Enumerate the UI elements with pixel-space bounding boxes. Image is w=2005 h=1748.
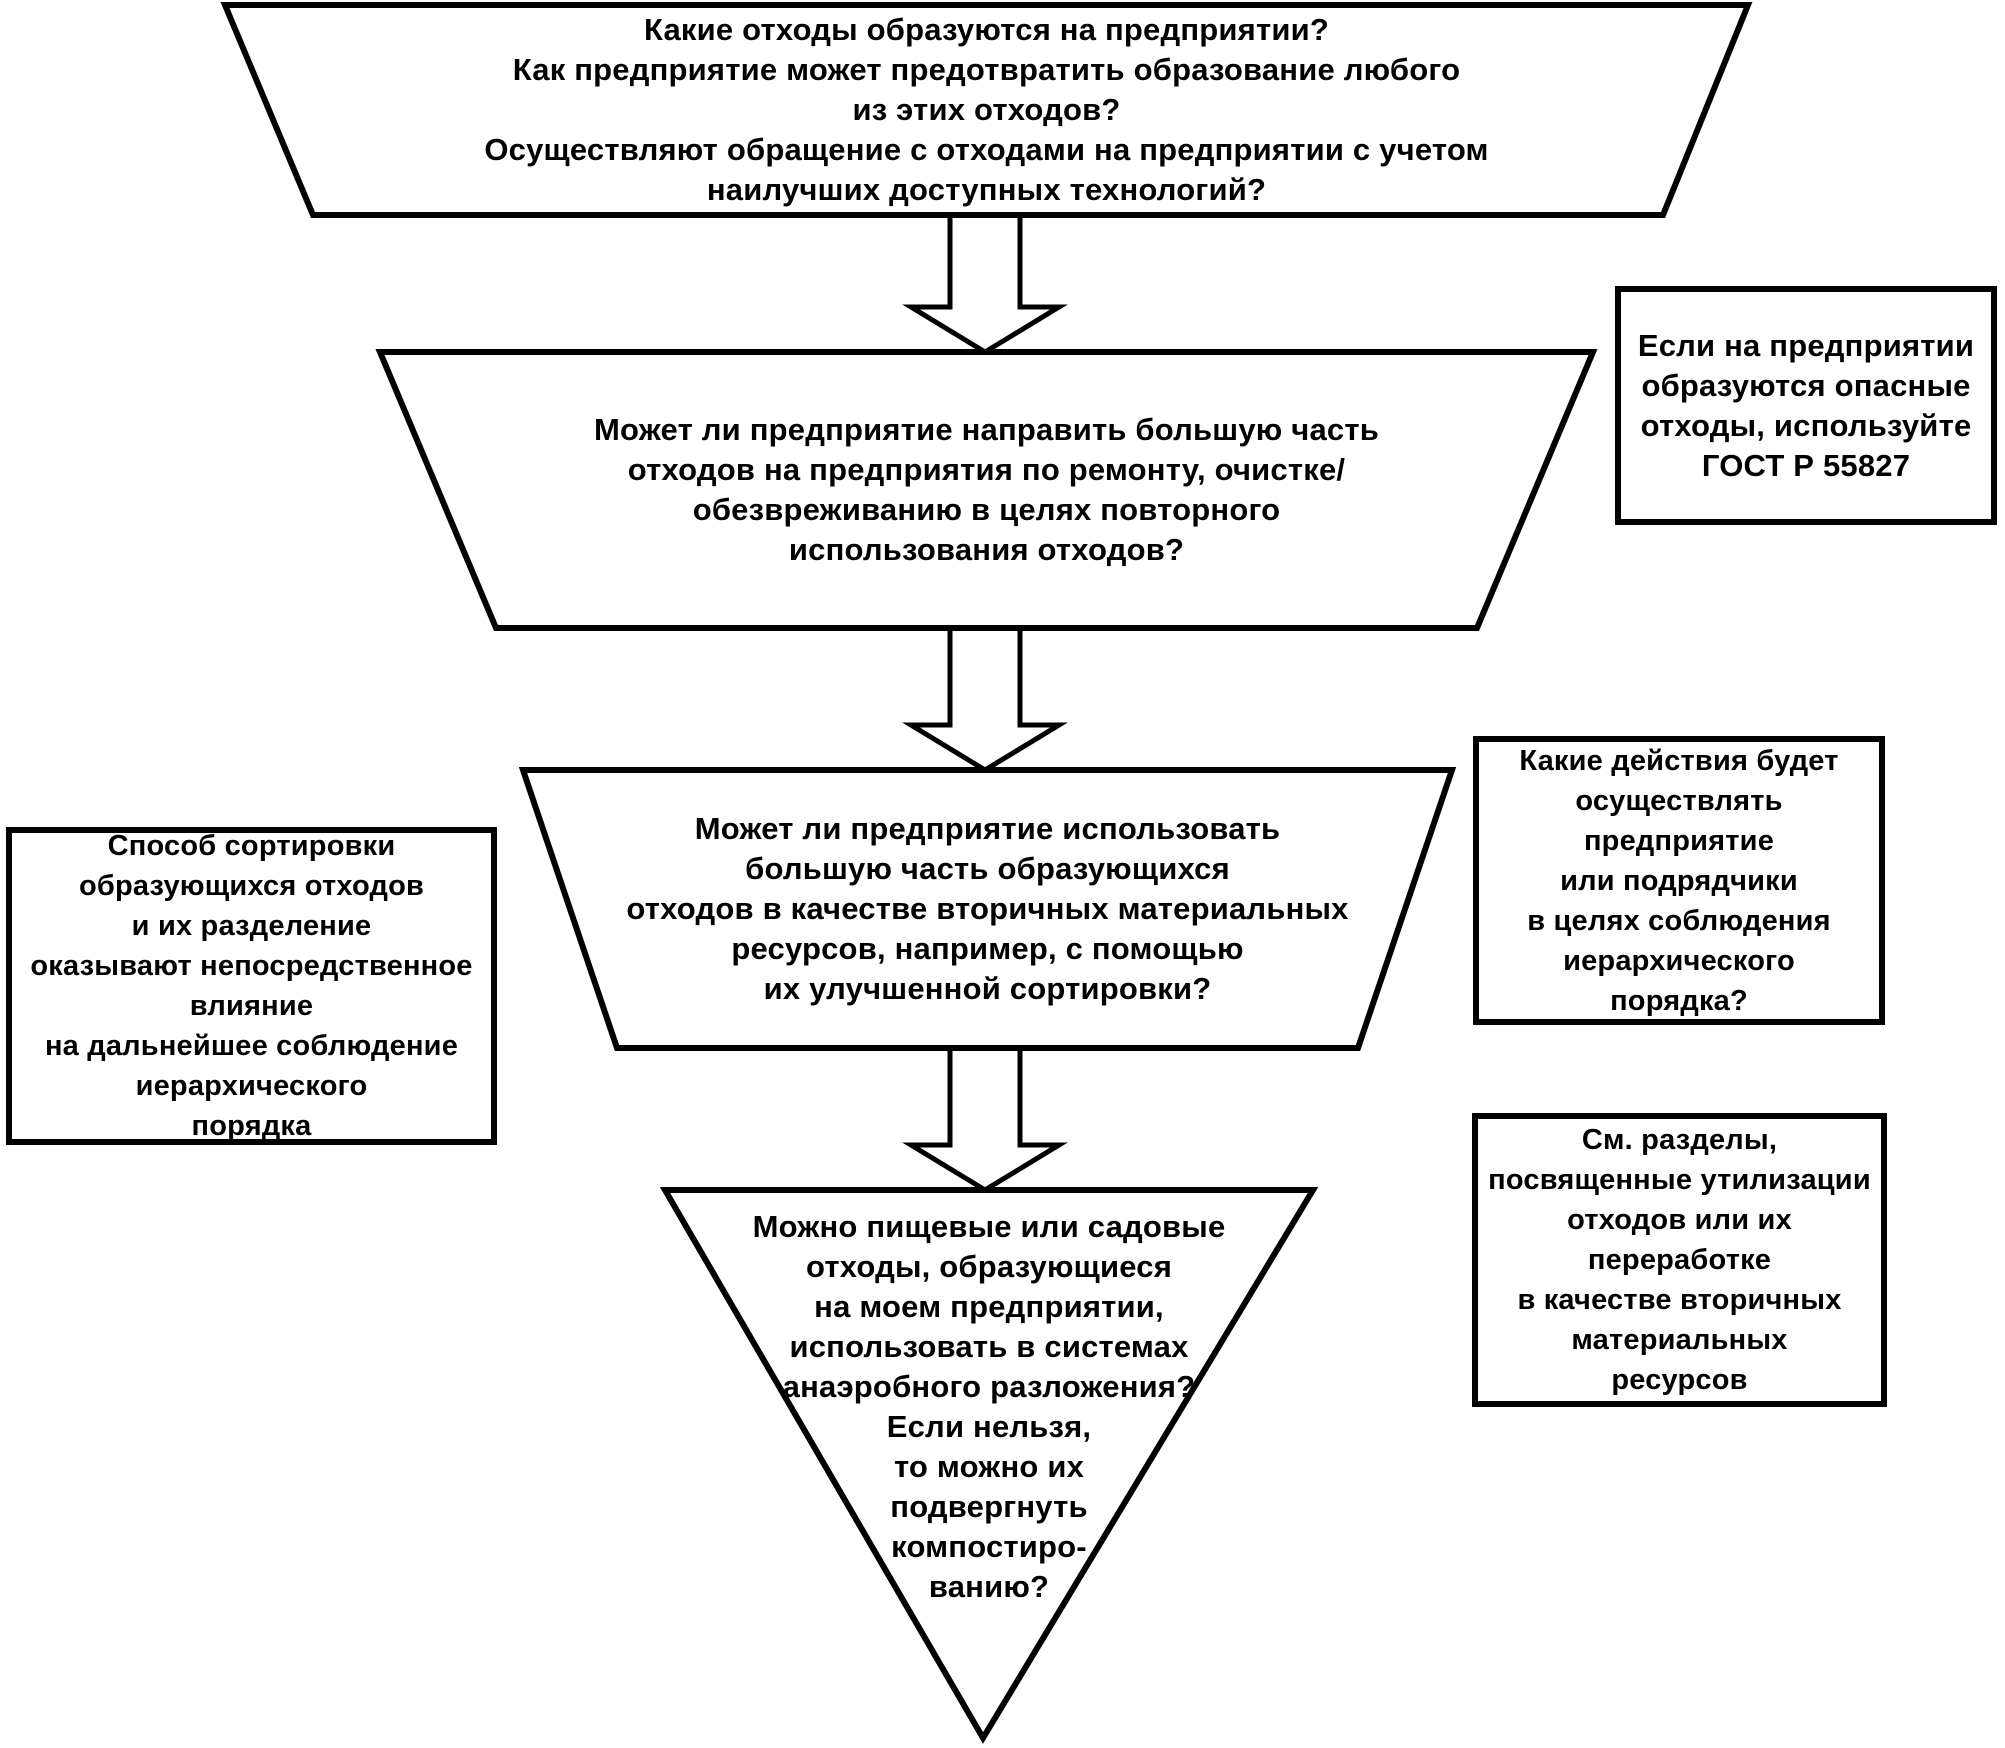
note-sorting-method-text: Способ сортировки образующихся отходов и…: [30, 830, 473, 1142]
block-arrow-down-2: [902, 625, 1068, 773]
note-see-sections-text: См. разделы, посвященные утилизации отхо…: [1488, 1124, 1871, 1396]
note-hierarchy-actions-box: Какие действия будет осуществлять предпр…: [1473, 736, 1885, 1025]
note-hierarchy-actions-text: Какие действия будет осуществлять предпр…: [1519, 744, 1839, 1017]
note-sorting-method-box: Способ сортировки образующихся отходов и…: [6, 827, 497, 1145]
funnel-step-4-triangle: [659, 1187, 1319, 1744]
block-arrow-down-1: [902, 212, 1068, 355]
funnel-step-1-trapezoid: [220, 1, 1753, 218]
block-arrow-down-3: [902, 1045, 1068, 1193]
funnel-step-3-text: Может ли предприятие использовать большу…: [626, 811, 1349, 1006]
note-hazardous-waste-gost-text: Если на предприятии образуются опасные о…: [1637, 327, 1975, 483]
note-see-sections-box: См. разделы, посвященные утилизации отхо…: [1472, 1113, 1887, 1407]
funnel-step-1-text: Какие отходы образуются на предприятии? …: [484, 12, 1489, 207]
funnel-step-3-trapezoid: [518, 767, 1457, 1051]
funnel-step-4-text: Можно пищевые или садовые отходы, образу…: [752, 1209, 1226, 1604]
note-hazardous-waste-gost-box: Если на предприятии образуются опасные о…: [1615, 286, 1997, 525]
funnel-step-2-trapezoid: [375, 349, 1598, 631]
funnel-step-2-text: Может ли предприятие направить большую ч…: [594, 412, 1379, 567]
